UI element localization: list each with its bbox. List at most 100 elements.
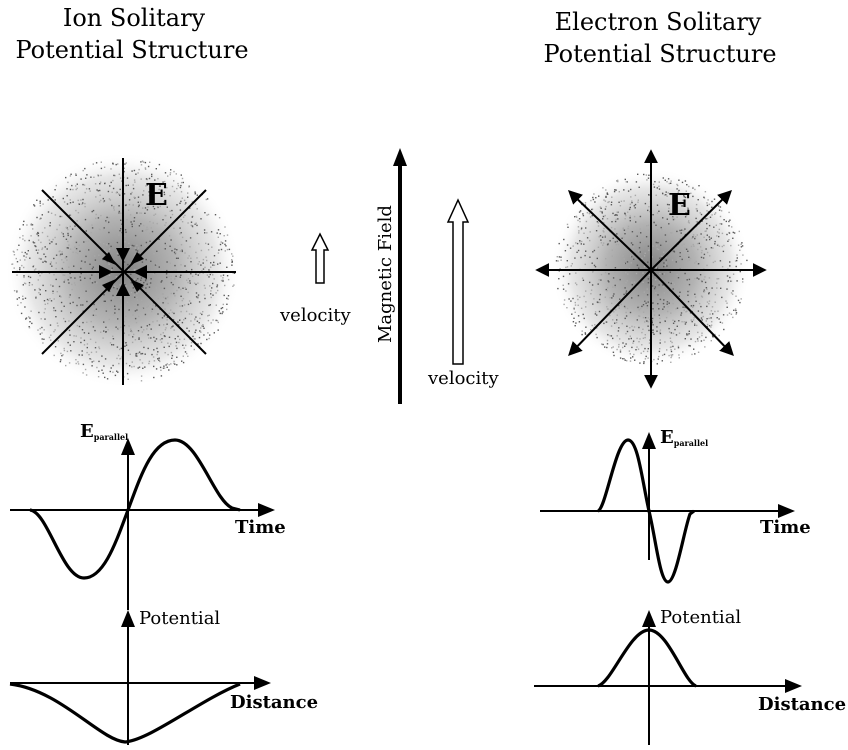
cloud-speckle-dot	[187, 278, 190, 280]
cloud-speckle-dot	[614, 267, 617, 269]
cloud-speckle-dot	[54, 189, 56, 191]
cloud-speckle-dot	[570, 300, 572, 302]
cloud-speckle-dot	[127, 184, 129, 186]
cloud-speckle-dot	[116, 370, 118, 372]
cloud-speckle-dot	[637, 348, 640, 350]
cloud-speckle-dot	[636, 264, 639, 266]
cloud-speckle-dot	[723, 219, 725, 221]
cloud-speckle-dot	[706, 305, 708, 308]
cloud-speckle-dot	[688, 220, 690, 222]
cloud-speckle-dot	[103, 330, 105, 332]
cloud-speckle-dot	[144, 353, 146, 355]
cloud-speckle-dot	[123, 261, 126, 263]
cloud-speckle-dot	[709, 216, 712, 218]
cloud-speckle-dot	[656, 363, 658, 365]
cloud-speckle-dot	[693, 317, 695, 319]
cloud-speckle-dot	[33, 205, 36, 207]
cloud-speckle-dot	[155, 287, 158, 289]
cloud-speckle-dot	[658, 185, 660, 187]
cloud-speckle-dot	[212, 319, 214, 321]
cloud-speckle-dot	[150, 337, 152, 339]
cloud-speckle-dot	[224, 240, 227, 242]
cloud-speckle-dot	[188, 330, 190, 332]
cloud-speckle-dot	[134, 339, 137, 341]
cloud-speckle-dot	[700, 340, 703, 342]
cloud-speckle-dot	[697, 199, 699, 201]
cloud-speckle-dot	[220, 248, 223, 251]
cloud-speckle-dot	[212, 294, 214, 296]
cloud-speckle-dot	[603, 227, 605, 230]
cloud-speckle-dot	[41, 247, 44, 249]
cloud-speckle-dot	[69, 202, 72, 204]
cloud-speckle-dot	[144, 279, 147, 282]
cloud-speckle-dot	[174, 277, 176, 280]
cloud-speckle-dot	[50, 284, 52, 286]
cloud-speckle-dot	[180, 274, 182, 276]
cloud-speckle-dot	[618, 343, 620, 346]
cloud-speckle-dot	[663, 292, 665, 294]
cloud-speckle-dot	[222, 274, 225, 276]
cloud-speckle-dot	[685, 214, 687, 217]
cloud-speckle-dot	[90, 176, 92, 178]
cloud-speckle-dot	[574, 282, 577, 284]
cloud-speckle-dot	[185, 202, 187, 204]
cloud-speckle-dot	[638, 186, 640, 188]
cloud-speckle-dot	[105, 221, 107, 223]
cloud-speckle-dot	[697, 340, 699, 342]
cloud-speckle-dot	[173, 170, 175, 173]
cloud-speckle-dot	[609, 314, 611, 317]
cloud-speckle-dot	[189, 280, 191, 282]
cloud-speckle-dot	[592, 271, 594, 273]
cloud-speckle-dot	[625, 343, 627, 345]
cloud-speckle-dot	[200, 249, 203, 252]
cloud-speckle-dot	[116, 288, 118, 290]
cloud-speckle-dot	[177, 257, 179, 259]
cloud-speckle-dot	[153, 376, 155, 379]
cloud-speckle-dot	[195, 283, 197, 286]
cloud-speckle-dot	[659, 339, 661, 341]
cloud-speckle-dot	[692, 306, 694, 308]
cloud-speckle-dot	[678, 295, 680, 297]
cloud-speckle-dot	[199, 312, 202, 314]
cloud-speckle-dot	[701, 332, 703, 334]
cloud-speckle-dot	[107, 329, 109, 331]
cloud-speckle-dot	[41, 272, 43, 274]
cloud-speckle-dot	[604, 214, 606, 217]
cloud-speckle-dot	[642, 311, 645, 313]
cloud-speckle-dot	[694, 262, 696, 264]
cloud-speckle-dot	[117, 327, 120, 329]
cloud-speckle-dot	[189, 246, 191, 248]
cloud-speckle-dot	[158, 357, 160, 359]
cloud-speckle-dot	[163, 248, 165, 250]
cloud-speckle-dot	[154, 340, 156, 342]
cloud-speckle-dot	[683, 321, 685, 323]
cloud-speckle-dot	[195, 329, 197, 331]
cloud-speckle-dot	[636, 337, 638, 340]
cloud-speckle-dot	[666, 195, 668, 197]
cloud-speckle-dot	[48, 336, 51, 339]
cloud-speckle-dot	[591, 208, 593, 211]
cloud-speckle-dot	[169, 245, 171, 247]
cloud-speckle-dot	[136, 299, 139, 301]
cloud-speckle-dot	[106, 216, 108, 219]
cloud-speckle-dot	[91, 365, 93, 367]
cloud-speckle-dot	[120, 228, 122, 230]
cloud-speckle-dot	[219, 233, 221, 235]
cloud-speckle-dot	[85, 240, 87, 243]
cloud-speckle-dot	[656, 228, 659, 231]
cloud-speckle-dot	[604, 346, 606, 348]
cloud-speckle-dot	[692, 319, 695, 321]
cloud-speckle-dot	[166, 206, 168, 208]
cloud-speckle-dot	[668, 207, 670, 209]
cloud-speckle-dot	[79, 279, 82, 281]
cloud-speckle-dot	[647, 321, 649, 323]
cloud-speckle-dot	[693, 348, 695, 350]
cloud-speckle-dot	[634, 207, 636, 209]
cloud-speckle-dot	[49, 263, 52, 265]
cloud-speckle-dot	[204, 232, 206, 234]
cloud-speckle-dot	[84, 368, 87, 371]
cloud-speckle-dot	[621, 237, 623, 239]
cloud-speckle-dot	[128, 242, 130, 245]
cloud-speckle-dot	[174, 338, 176, 340]
cloud-speckle-dot	[63, 317, 65, 320]
